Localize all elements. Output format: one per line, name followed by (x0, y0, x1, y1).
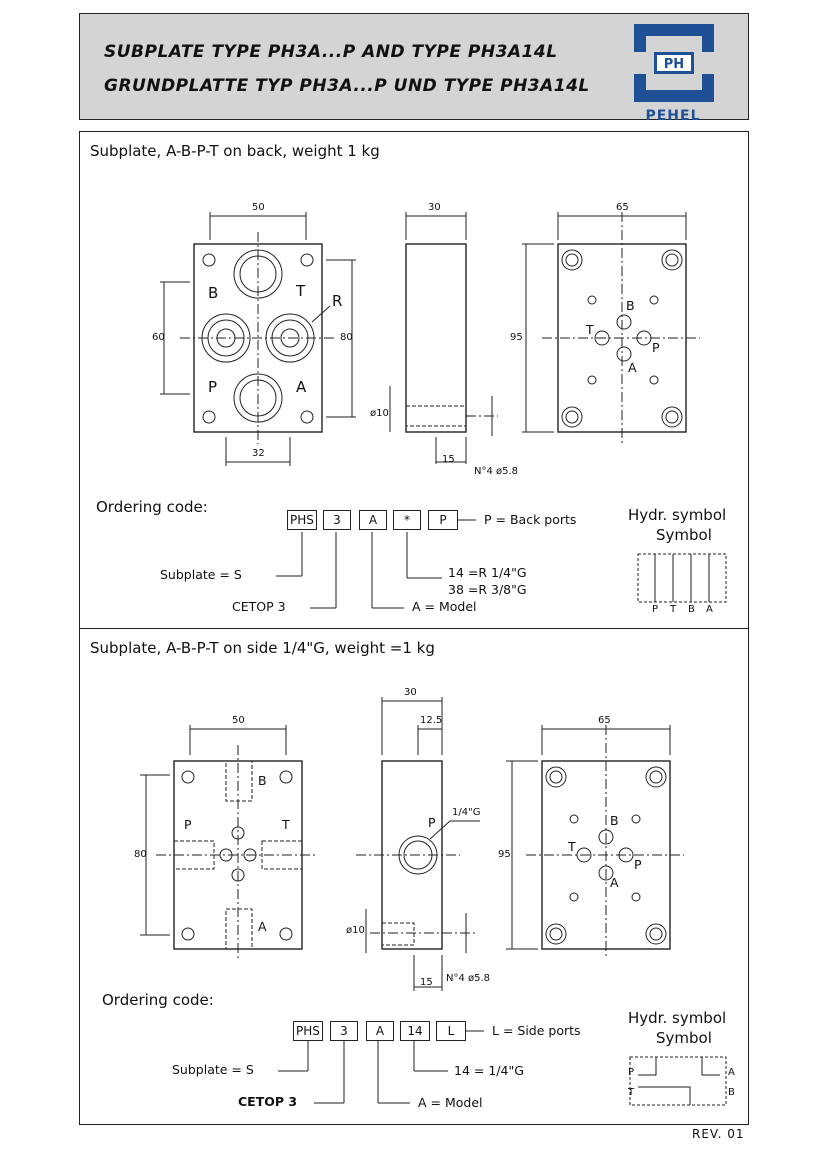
svg-text:PH: PH (664, 57, 684, 72)
thread-option-38: 38 =R 3/8"G (448, 582, 527, 597)
side-view-side-ports (356, 697, 480, 991)
rear2-dim-left: 95 (498, 849, 511, 860)
thread-option-2: 14 = 1/4"G (454, 1063, 524, 1078)
rear-view-back-ports (522, 212, 700, 444)
front-port-a: A (296, 378, 307, 396)
front-port-t: T (296, 282, 306, 300)
rear-dim-left: 95 (510, 332, 523, 343)
pehel-logo: PH PEHEL (628, 24, 718, 124)
panel-side-ports: Subplate, A-B-P-T on side 1/4"G, weight … (79, 628, 749, 1125)
symbol1-port-a: A (706, 604, 713, 615)
code-box-model: A (359, 510, 387, 530)
cetop-label-2: CETOP 3 (238, 1094, 298, 1109)
front-view-side-ports (140, 725, 316, 959)
front2-port-a: A (258, 919, 267, 934)
front-dim-top: 50 (252, 202, 265, 213)
front-port-b: B (208, 284, 219, 302)
title-block: SUBPLATE TYPE PH3A...P AND TYPE PH3A14L … (79, 13, 749, 124)
hydraulic-symbol-1 (637, 553, 727, 603)
ordering-leaders-1 (276, 519, 476, 609)
front2-port-t: T (282, 817, 290, 832)
side2-dim-top2: 12.5 (420, 715, 443, 726)
front-port-p: P (208, 378, 218, 396)
panel2-drawing (140, 697, 727, 1106)
side-view-back-ports (389, 212, 498, 464)
hydraulic-symbol-2-lines (638, 1057, 720, 1105)
title-german: GRUNDPLATTE TYP PH3A...P UND TYPE PH3A14… (104, 76, 590, 96)
code-box-ports: P (428, 510, 458, 530)
rear2-port-t: T (568, 839, 576, 854)
code2-box-model: A (366, 1021, 394, 1041)
front-view-back-ports (160, 212, 356, 466)
side2-dim-depth: 15 (420, 977, 433, 988)
logo-wordmark: PEHEL (645, 108, 701, 124)
hydraulic-symbol-1-lines (654, 554, 710, 602)
ordering-heading-1: Ordering code: (96, 498, 208, 516)
thread-option-14: 14 =R 1/4"G (448, 565, 527, 580)
symbol1-port-b: B (688, 604, 695, 615)
front2-dim-left: 80 (134, 849, 147, 860)
code2-box-thread: 14 (400, 1021, 430, 1041)
symbol1-port-p: P (652, 604, 659, 615)
rear-port-b: B (626, 298, 635, 313)
rear-view-side-ports (506, 725, 684, 959)
code-box-series: PHS (287, 510, 317, 530)
revision-label: REV. 01 (692, 1127, 745, 1141)
symbol2-port-p: P (628, 1067, 635, 1078)
hydraulic-symbol-2 (629, 1056, 727, 1106)
code-box-thread: * (393, 510, 421, 530)
subplate-label-2: Subplate = S (172, 1062, 254, 1077)
code2-box-ports: L (436, 1021, 466, 1041)
front2-port-b: B (258, 773, 267, 788)
symbol-subtitle-1: Symbol (656, 526, 712, 544)
rear2-port-p: P (634, 857, 642, 872)
side-dim-depth: 15 (442, 454, 455, 465)
ordering-heading-2: Ordering code: (102, 991, 214, 1009)
symbol2-port-b: B (728, 1087, 735, 1098)
front2-port-p: P (184, 817, 192, 832)
cetop-label-1: CETOP 3 (232, 599, 286, 614)
front-dim-left: 60 (152, 332, 165, 343)
code-box-size: 3 (323, 510, 351, 530)
rear2-port-a: A (610, 875, 619, 890)
side2-port-p: P (428, 815, 436, 830)
model-label-1: A = Model (412, 599, 477, 614)
title-english: SUBPLATE TYPE PH3A...P AND TYPE PH3A14L (104, 42, 558, 62)
symbol2-port-a: A (728, 1067, 735, 1078)
subplate-label-1: Subplate = S (160, 567, 242, 582)
symbol1-port-t: T (670, 604, 677, 615)
rear-port-t: T (586, 322, 594, 337)
code2-box-series: PHS (293, 1021, 323, 1041)
rear-dim-top: 65 (616, 202, 629, 213)
side2-thread: 1/4"G (452, 807, 481, 818)
rear2-dim-top: 65 (598, 715, 611, 726)
symbol-title-2: Hydr. symbol (628, 1009, 727, 1027)
side2-dim-bolt: N°4 ø5.8 (446, 973, 491, 984)
rear2-port-b: B (610, 813, 619, 828)
front-dim-right: 80 (340, 332, 353, 343)
side-dim-bolt: N°4 ø5.8 (474, 466, 519, 477)
panel1-title: Subplate, A-B-P-T on back, weight 1 kg (90, 142, 380, 160)
ports-suffix-2: L = Side ports (492, 1023, 581, 1038)
symbol-subtitle-2: Symbol (656, 1029, 712, 1047)
panel-back-ports: Subplate, A-B-P-T on back, weight 1 kg (79, 131, 749, 629)
ordering-leaders-2 (278, 1030, 484, 1104)
front-radius: R (332, 292, 343, 310)
panel2-title: Subplate, A-B-P-T on side 1/4"G, weight … (90, 639, 435, 657)
side-dim-top: 30 (428, 202, 441, 213)
model-label-2: A = Model (418, 1095, 483, 1110)
side2-dim-hole: ø10 (346, 925, 365, 936)
front2-dim-top: 50 (232, 715, 245, 726)
ports-suffix-1: P = Back ports (484, 512, 577, 527)
panel1-drawing (160, 212, 727, 609)
code2-box-size: 3 (330, 1021, 358, 1041)
rear-port-p: P (652, 340, 660, 355)
symbol2-port-t: T (628, 1087, 635, 1098)
rear-port-a: A (628, 360, 637, 375)
side-dim-hole: ø10 (370, 408, 389, 419)
symbol-title-1: Hydr. symbol (628, 506, 727, 524)
side2-dim-top: 30 (404, 687, 417, 698)
front-dim-bottom: 32 (252, 448, 265, 459)
logo-icon: PH (634, 24, 714, 102)
